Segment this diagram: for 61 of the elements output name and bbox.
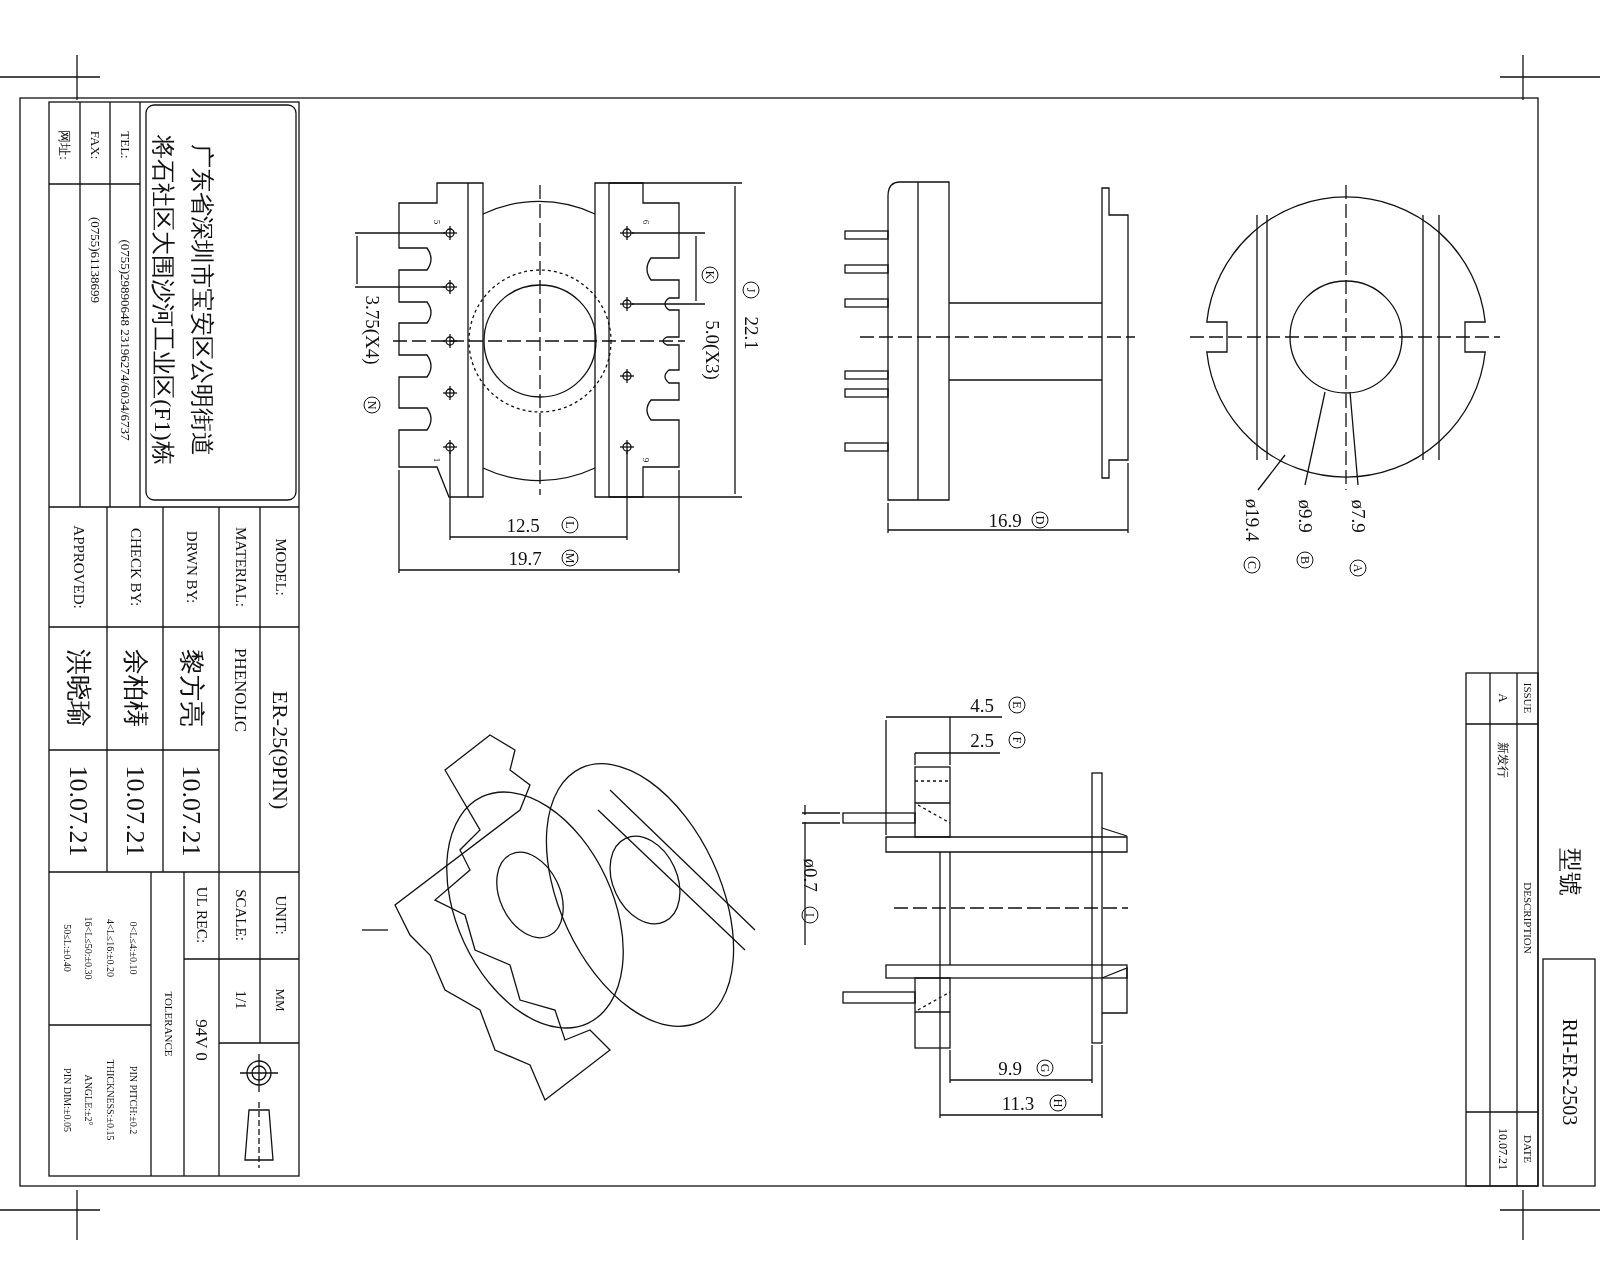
address-text: 广东省深圳市宝安区公明街道 bbox=[190, 144, 214, 456]
address-text: 将石社区大围沙河工业区(F1)栋 bbox=[151, 135, 175, 465]
drawing-number: RH-ER-2503 bbox=[1560, 1018, 1580, 1126]
dimension-value: 4.5 bbox=[970, 695, 994, 715]
field-label: TEL: bbox=[118, 131, 132, 159]
field-label: SCALE: bbox=[232, 889, 248, 941]
column-header: DATE bbox=[1521, 1134, 1533, 1164]
date-value: 10.07.21 bbox=[178, 765, 204, 857]
dimension-value: ø19.4 bbox=[1242, 498, 1262, 542]
field-value: 黎方亮 bbox=[178, 649, 204, 727]
tolerance-text: 4<L≤16:±0.20 bbox=[105, 919, 115, 977]
field-label: TOLERANCE bbox=[162, 991, 174, 1057]
field-value: MM bbox=[273, 988, 287, 1012]
dimension-value: 3.75(X4) bbox=[362, 295, 382, 365]
field-value: 94V 0 bbox=[192, 1019, 210, 1061]
fax-number: (0755)61138699 bbox=[88, 216, 102, 304]
tolerance-text: 50≤L:±0.40 bbox=[62, 924, 72, 972]
field-value: PHENOLIC bbox=[231, 647, 249, 733]
pin-number: 1 bbox=[431, 457, 441, 463]
field-label: 网址: bbox=[57, 130, 71, 160]
dimension-value: 5.0(X3) bbox=[702, 320, 722, 380]
date-value: 10.07.21 bbox=[1497, 1128, 1509, 1170]
field-value: 1/1 bbox=[232, 990, 248, 1010]
dimension-value: 11.3 bbox=[1001, 1093, 1035, 1113]
date-value: 10.07.21 bbox=[65, 765, 91, 857]
field-label: UL REC: bbox=[193, 886, 209, 944]
phone-number: (0755)29890648 23196274/6034/6737 bbox=[118, 239, 132, 441]
dimension-value: ø0.7 bbox=[800, 858, 820, 892]
field-label: FAX: bbox=[88, 130, 102, 160]
field-label: MATERIAL: bbox=[232, 527, 248, 607]
dimension-value: 16.9 bbox=[988, 510, 1022, 530]
tolerance-text: PIN DIM:±0.05 bbox=[62, 1068, 72, 1132]
field-label: CHECK BY: bbox=[127, 527, 143, 607]
field-label: APPROVED: bbox=[70, 525, 86, 609]
pin-number: 6 bbox=[640, 219, 650, 225]
date-value: 10.07.21 bbox=[122, 765, 148, 857]
dimension-value: 9.9 bbox=[998, 1058, 1022, 1078]
column-header: DESCRIPTION bbox=[1521, 882, 1533, 954]
tolerance-text: 16<L≤50:±0.30 bbox=[83, 916, 93, 980]
dimension-value: ø9.9 bbox=[1295, 499, 1315, 533]
dimension-value: 19.7 bbox=[508, 548, 542, 568]
description-text: 新发行 bbox=[1497, 742, 1509, 778]
field-value: 余柏梼 bbox=[122, 649, 148, 727]
field-label: MODEL: bbox=[272, 538, 288, 596]
pin-number: 5 bbox=[431, 219, 441, 225]
tolerance-text: THICKNESS:±0.15 bbox=[105, 1059, 115, 1141]
issue-value: A bbox=[1496, 693, 1510, 703]
field-label: 型號 bbox=[1558, 848, 1582, 896]
field-value: 洪晓瑜 bbox=[65, 649, 91, 727]
field-label: DRWN BY: bbox=[183, 530, 199, 604]
dimension-value: 2.5 bbox=[970, 730, 994, 750]
dimension-value: 12.5 bbox=[506, 515, 540, 535]
field-value: ER-25(9PIN) bbox=[269, 690, 291, 810]
dimension-value: ø7.9 bbox=[1348, 499, 1368, 533]
dimension-value: 22.1 bbox=[741, 316, 761, 350]
tolerance-text: PIN PITCH:±0.2 bbox=[128, 1065, 138, 1135]
field-label: UNIT: bbox=[272, 895, 288, 935]
tolerance-text: ANGLE:±2° bbox=[83, 1074, 93, 1126]
pin-number: 9 bbox=[640, 457, 650, 463]
tolerance-text: 0<L≤4:±0.10 bbox=[128, 921, 138, 975]
column-header: ISSUE bbox=[1521, 682, 1533, 714]
